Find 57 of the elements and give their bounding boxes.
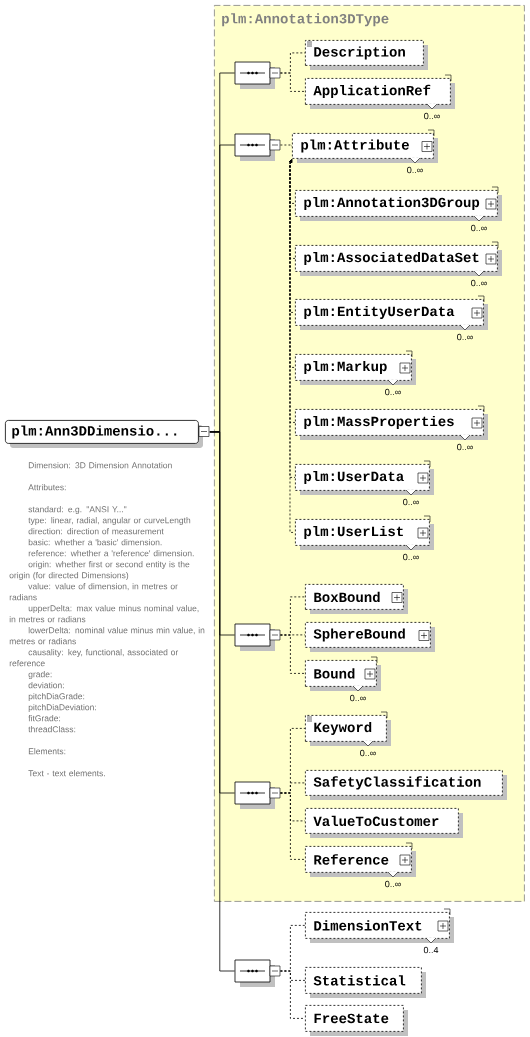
connector-line xyxy=(280,970,306,1019)
element-box: plm:Annotation3DGroup xyxy=(295,186,502,222)
element-box: Reference xyxy=(305,842,416,878)
node-label: grade: xyxy=(28,671,52,679)
node-label: deviation: xyxy=(28,682,64,689)
node-label: reference: whether a 'reference' dimension. xyxy=(28,550,194,557)
element-box: Keyword xyxy=(305,711,391,747)
occurrence-label: 0..∞ xyxy=(360,749,376,757)
element-box: plm:Attribute xyxy=(292,129,438,164)
node-label: Elements: xyxy=(28,748,66,755)
occurrence-label: 0..∞ xyxy=(471,224,487,232)
node-label: threadClass: xyxy=(28,726,76,733)
connector-line xyxy=(280,72,306,92)
occurrence-label: 0..∞ xyxy=(424,112,440,120)
node-label: pitchDiaGrade: xyxy=(28,693,85,701)
node-label: direction: direction of measurement xyxy=(28,528,164,535)
node-label: pitchDiaDeviation: xyxy=(28,704,96,712)
occurrence-label: 0..∞ xyxy=(457,443,473,451)
node-label: Attributes: xyxy=(28,484,66,491)
element-box: ValueToCustomer xyxy=(305,808,463,838)
element-box: plm:UserData xyxy=(295,460,434,496)
element-box: SafetyClassification xyxy=(305,770,507,800)
element-box: plm:AssociatedDataSet xyxy=(295,241,502,277)
node-label: type: linear, radial, angular or curveLength xyxy=(28,517,191,525)
occurrence-label: 0..∞ xyxy=(407,166,423,174)
element-box: plm:Markup xyxy=(295,350,416,386)
element-box: plm:UserList xyxy=(295,515,434,551)
node-label: Text - text elements. xyxy=(28,770,105,777)
node-label: basic: whether a 'basic' dimension. xyxy=(28,539,162,546)
node-label: origin: whether first or second entity is the origin (for directed Dimensions) xyxy=(9,561,190,580)
node-label: standard: e.g. "ANSI Y..." xyxy=(28,506,127,514)
occurrence-label: 0..∞ xyxy=(350,694,366,702)
element-box: plm:EntityUserData xyxy=(295,295,488,331)
element-box: Description xyxy=(305,40,428,70)
element-box: plm:Ann3DDimensio... xyxy=(5,420,203,448)
element-box: FreeState xyxy=(305,1005,408,1036)
element-box: DimensionText xyxy=(305,908,454,944)
connector-line xyxy=(280,634,306,674)
occurrence-label: 0..∞ xyxy=(471,279,487,287)
connector-line xyxy=(280,144,293,147)
documentation-text: Dimension: 3D Dimension Annotation Attributes: standard: e.g. "ANSI Y..." type: linear, radial, angular or curveLength direction: direction of measurement basic: whether a 'basic' dimension. reference: whether a 'reference' dimension. origin: whether first or second entity is the origin (for directed Dimensions) value: value of dimension, in metres or radians upperDelta: max value minus nominal value, in metres or radians lowerDelta: nominal value minus min value, in metres or radians causality: key, functional, associated or reference grade: deviation: pitchDiaGrade: pitchDiaDeviation: fitGrade: threadClass: Elements: Text - text elements. xyxy=(9,462,205,777)
node-label: fitGrade: xyxy=(28,715,61,722)
element-box: Bound xyxy=(305,656,381,692)
element-box: Statistical xyxy=(305,967,426,998)
connector-line xyxy=(209,431,235,972)
occurrence-label: 0..∞ xyxy=(385,388,401,396)
occurrence-label: 0..∞ xyxy=(457,333,473,341)
occurrence-label: 0..4 xyxy=(423,946,439,954)
connector-line xyxy=(280,792,306,860)
element-box: ApplicationRef xyxy=(305,74,455,110)
element-box: SphereBound xyxy=(305,622,435,652)
element-box: BoxBound xyxy=(305,584,408,614)
occurrence-label: 0..∞ xyxy=(403,553,419,561)
element-box: plm:MassProperties xyxy=(295,405,488,441)
occurrence-label: 0..∞ xyxy=(385,880,401,888)
node-label: Dimension: 3D Dimension Annotation xyxy=(28,462,172,469)
occurrence-label: 0..∞ xyxy=(403,498,419,506)
